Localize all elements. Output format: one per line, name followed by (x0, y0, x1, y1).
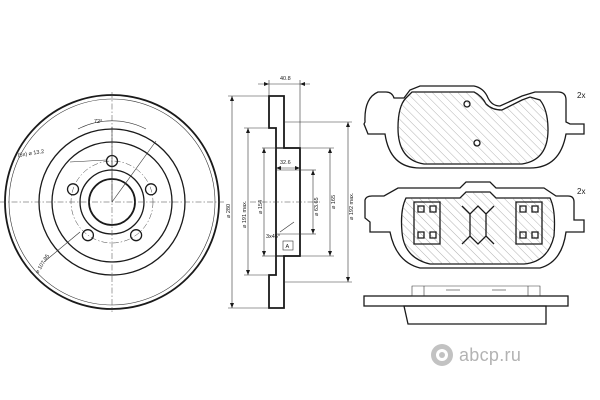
pad-lower-clip-right-tabs (519, 205, 539, 239)
bolt-angle-label: 72° (94, 119, 102, 125)
outer-dia-group: ⌀ 280 (226, 204, 232, 218)
brand-name: abcp.ru (459, 344, 522, 365)
arrowhead (300, 82, 305, 86)
side-backplate (363, 295, 569, 307)
pad-lower-count: 2x (577, 187, 585, 196)
disc-front-view: 72° (5x) ⌀ 13.2 ⌀ 107.95 (0, 92, 224, 312)
hole-spec-group: (5x) ⌀ 13.2 (17, 149, 44, 159)
arrowhead (328, 251, 332, 256)
friction-inner-group: ⌀ 191 max. (242, 200, 248, 228)
brake-pad-lower: 2x (364, 181, 585, 269)
arrowhead (346, 277, 350, 282)
brake-pad-side-view (363, 285, 569, 325)
datum-box (282, 240, 294, 251)
hat-group: ⌀ 165 (331, 195, 337, 209)
pad-upper-backplate (363, 85, 585, 169)
thickness-label: 40.8 (280, 76, 291, 82)
pcd-leader (43, 231, 81, 263)
arrowhead (246, 128, 250, 133)
arrowhead (262, 148, 266, 153)
friction-outer-label: ⌀ 192 max. (349, 192, 355, 220)
pcd-group: ⌀ 107.95 (35, 254, 52, 276)
chamfer-label: 3x45° (266, 234, 280, 240)
side-clip (411, 285, 541, 297)
brake-pad-upper: 2x (363, 85, 585, 169)
disc-section-view: 40.8 32.6 ⌀ 280 ⌀ 191 max. ⌀ 154 (226, 76, 355, 309)
hub-depth-label: 32.6 (280, 160, 291, 166)
hole-spec-label: (5x) ⌀ 13.2 (17, 149, 44, 159)
arrowhead (311, 170, 315, 175)
arrowhead (328, 148, 332, 153)
bore-group: ⌀ 63.65 (314, 197, 320, 216)
brand-logo-icon (431, 344, 453, 366)
arrowhead (262, 251, 266, 256)
hub-dia-label: ⌀ 154 (258, 200, 264, 214)
center-bore-label: ⌀ 63.65 (314, 197, 320, 216)
watermark: abcp.ru (430, 343, 521, 367)
hat-dia-label: ⌀ 165 (331, 195, 337, 209)
arrowhead (230, 303, 234, 308)
bolt-hole (144, 183, 158, 196)
angle-leader-b (111, 140, 157, 203)
friction-inner-label: ⌀ 191 max. (242, 200, 248, 228)
arrowhead (276, 166, 281, 170)
bolt-hole (81, 229, 95, 242)
arrowhead (264, 82, 269, 86)
arrowhead (246, 270, 250, 275)
pad-upper-pin-bottom (473, 139, 481, 147)
outer-dia-label: ⌀ 280 (226, 204, 232, 218)
pad-lower-spring (461, 205, 495, 245)
datum-label: A (286, 244, 290, 250)
pad-upper-friction-crosshatch (398, 92, 548, 164)
pad-lower-backplate (364, 181, 585, 269)
pcd-label: ⌀ 107.95 (35, 254, 52, 276)
hub-dia-group: ⌀ 154 (258, 200, 264, 214)
bolt-hole (66, 183, 80, 196)
arrowhead (230, 96, 234, 101)
pad-lower-clip-left-tabs (417, 205, 437, 239)
chamfer-leader (279, 221, 295, 233)
pad-lower-clip-left (413, 201, 441, 245)
pad-upper-pin-top (463, 100, 471, 108)
arrowhead (346, 122, 350, 127)
arrowhead (295, 166, 300, 170)
hole-spec-leader (69, 159, 107, 163)
bolt-hole (129, 229, 143, 242)
pad-lower-friction-crosshatch (401, 192, 555, 264)
pad-lower-clip-right (515, 201, 543, 245)
arrowhead (311, 229, 315, 234)
angle-arc (77, 120, 147, 130)
friction-outer-group: ⌀ 192 max. (349, 192, 355, 220)
pad-upper-count: 2x (577, 91, 585, 100)
side-friction-block (403, 305, 547, 325)
